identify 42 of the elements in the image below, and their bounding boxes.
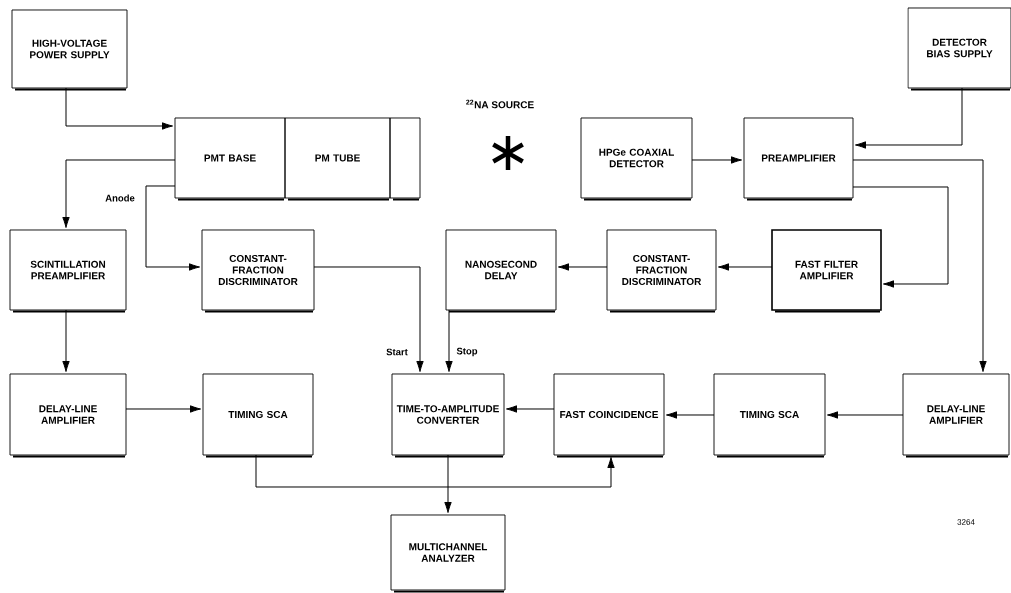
arrow: [62, 309, 70, 372]
arrow: [827, 411, 904, 419]
arrow: [691, 156, 742, 164]
figure-number: 3264: [957, 519, 975, 525]
block-box: FAST COINCIDENCE: [553, 373, 665, 458]
arrow: [852, 186, 949, 288]
block-box: TIME-TO-AMPLITUDE CONVERTER: [391, 373, 505, 458]
arrow: [445, 309, 453, 372]
block-box: NANOSECOND DELAY: [445, 229, 557, 313]
arrow: [145, 185, 200, 271]
arrow: [62, 159, 176, 228]
arrow: [444, 454, 452, 513]
block-box: DELAY-LINE AMPLIFIER: [902, 373, 1010, 458]
block-box: DETECTOR BIAS SUPPLY: [907, 7, 1011, 91]
edge-label: Stop: [455, 346, 479, 358]
arrow: [506, 405, 555, 413]
block-box: PREAMPLIFIER: [743, 117, 854, 201]
block-box: TIMING SCA: [202, 373, 314, 458]
block-box: HPGe COAXIAL DETECTOR: [580, 117, 693, 201]
block-box: DELAY-LINE AMPLIFIER: [9, 373, 127, 458]
block-box: TIMING SCA: [713, 373, 826, 458]
block-box: CONSTANT-FRACTION DISCRIMINATOR: [606, 229, 717, 313]
arrow: [125, 405, 201, 413]
edge-label: Start: [385, 347, 409, 357]
source-label: $^{22}$NA SOURCE: [466, 99, 534, 109]
arrow: [718, 263, 773, 271]
block-box: FAST FILTER AMPLIFIER: [771, 229, 882, 313]
block-box: PM TUBE: [284, 117, 391, 201]
block-box: MULTICHANNEL ANALYZER: [390, 514, 506, 593]
arrow: [855, 87, 963, 149]
arrow: [65, 87, 173, 130]
arrow: [666, 411, 715, 419]
scintillator-box: [389, 117, 421, 201]
arrow: [852, 159, 987, 372]
block-box: PMT BASE: [174, 117, 286, 201]
edge-label: Anode: [104, 193, 136, 203]
block-box: CONSTANT-FRACTION DISCRIMINATOR: [201, 229, 315, 313]
arrow: [313, 266, 424, 372]
block-box: SCINTILLATION PREAMPLIFIER: [9, 229, 127, 313]
arrow: [255, 454, 615, 488]
block-box: HIGH-VOLTAGE POWER SUPPLY: [11, 9, 128, 91]
arrow: [558, 263, 608, 271]
